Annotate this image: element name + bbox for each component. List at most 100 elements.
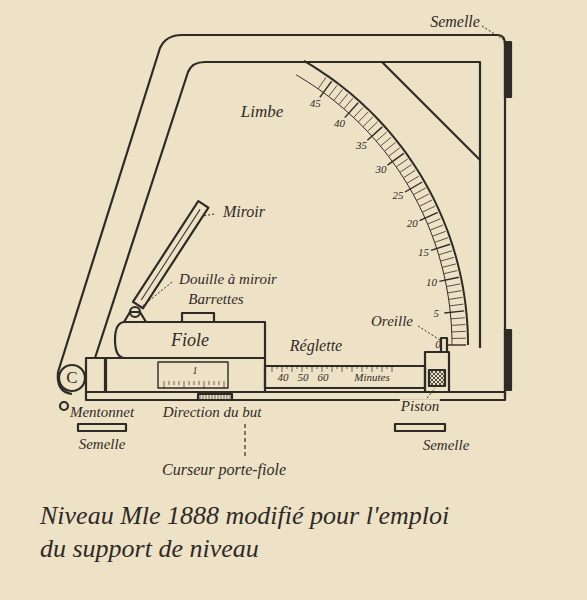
knurl — [200, 395, 201, 399]
limb-tick — [452, 331, 466, 333]
reglette-tick — [342, 366, 343, 372]
part-label: Minutes — [353, 372, 390, 384]
vial-window — [158, 362, 228, 388]
limb-tick — [334, 90, 343, 101]
reglette-tick — [352, 366, 353, 372]
limb-tick — [419, 200, 432, 206]
reglette-tick — [387, 366, 388, 369]
limb-tick — [420, 212, 438, 220]
caption: Niveau Mle 1888 modifié pour l'emploi du… — [40, 500, 470, 565]
part-label: 40 — [277, 372, 290, 384]
knob — [198, 394, 232, 400]
limb-tick — [358, 112, 368, 122]
limb-arc — [296, 75, 452, 345]
knurl — [218, 395, 219, 399]
semelle-plate — [505, 42, 511, 97]
vial-tick — [209, 381, 210, 385]
limb-tick — [413, 188, 425, 195]
reglette-tick — [367, 366, 368, 369]
scale-number: 30 — [375, 164, 388, 176]
vial-tick — [204, 381, 205, 388]
knurl — [230, 395, 231, 399]
vial-tick — [179, 381, 180, 385]
semelle-plate — [395, 424, 445, 431]
reglette-tick — [382, 366, 383, 372]
limb-arc — [304, 61, 468, 345]
knurl — [224, 395, 225, 399]
scale-number: 45 — [309, 98, 322, 110]
frame-triangle — [382, 62, 480, 160]
limb-tick — [452, 338, 466, 339]
reglette-tick — [277, 366, 278, 369]
limb-tick — [430, 225, 443, 230]
knurl — [212, 395, 213, 399]
reglette-tick — [292, 366, 293, 372]
leader-line — [427, 388, 435, 398]
limb-tick — [400, 165, 412, 173]
limb-tick — [432, 231, 445, 236]
barrettes — [182, 313, 214, 322]
frame-inner — [95, 62, 480, 358]
part-label: Semelle — [78, 437, 127, 453]
knurl — [209, 395, 210, 399]
cursor-body — [105, 358, 265, 392]
part-label: Semelle — [422, 438, 471, 454]
small-hole — [60, 402, 68, 410]
leader-line — [418, 326, 440, 340]
vial-tick — [189, 381, 190, 385]
reglette-tick — [377, 366, 378, 369]
limb-tick — [416, 194, 428, 200]
vial-tick — [184, 381, 185, 388]
vial-tick — [164, 381, 165, 388]
reglette-tick — [317, 366, 318, 369]
limb-tick — [376, 132, 387, 141]
part-label: Piston — [400, 399, 440, 415]
reglette-tick — [337, 366, 338, 369]
knurl — [227, 395, 228, 399]
direction-line — [244, 424, 245, 458]
reglette-tick — [322, 366, 323, 372]
mirror-pivot — [130, 307, 140, 317]
limb-tick — [318, 77, 326, 88]
reglette-tick — [362, 366, 363, 372]
cursor-arm — [86, 358, 106, 392]
reglette-tick — [272, 366, 273, 372]
vial-tick — [219, 381, 220, 385]
leader-line — [203, 214, 214, 216]
limb-tick — [363, 117, 373, 127]
reglette-tick — [307, 366, 308, 369]
knurl — [203, 395, 204, 399]
scale-number: 35 — [355, 140, 368, 152]
part-label: Miroir — [222, 204, 266, 221]
limb-tick — [396, 159, 407, 167]
knurl — [206, 395, 207, 399]
vial-tick — [169, 381, 170, 385]
scale-number: 15 — [417, 247, 430, 259]
vial-tick — [194, 381, 195, 385]
limb-tick — [405, 182, 422, 192]
part-label: 60 — [317, 372, 330, 384]
knurl — [215, 395, 216, 399]
limb-tick — [442, 264, 456, 267]
limb-tick — [422, 206, 435, 212]
leader-line — [482, 26, 504, 40]
reglette-tick — [357, 366, 358, 369]
reglette-tick — [332, 366, 333, 372]
vial-tick — [224, 381, 225, 388]
limb-tick — [450, 304, 464, 306]
limb-tick — [403, 170, 415, 178]
vial-tick — [214, 381, 215, 385]
limb-tick — [380, 137, 391, 146]
frame-outer — [58, 35, 505, 398]
limb-tick — [389, 148, 400, 156]
scale-number: 10 — [425, 277, 438, 289]
limb-tick — [344, 98, 353, 109]
part-label: Réglette — [289, 338, 343, 355]
part-label: Barrettes — [187, 292, 244, 308]
part-label: Curseur porte-fiole — [161, 462, 287, 479]
reglette-tick — [347, 366, 348, 369]
semelle-plate — [78, 424, 126, 431]
limb-tick — [444, 311, 464, 313]
part-label: Oreille — [370, 314, 414, 330]
reglette-rod — [265, 366, 425, 388]
